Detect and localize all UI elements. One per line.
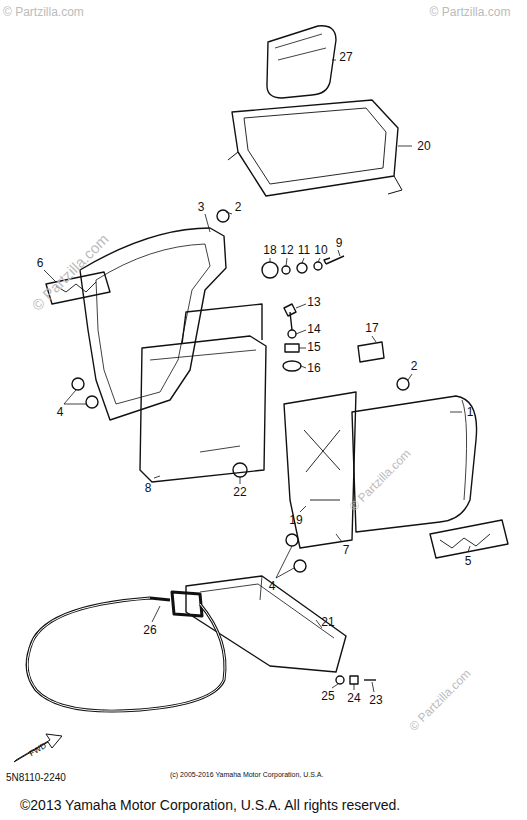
cover-pad <box>267 26 336 98</box>
grommet <box>294 560 306 572</box>
callout-number: 14 <box>307 323 320 335</box>
callout-number: 19 <box>289 514 302 526</box>
callout-number: 4 <box>269 580 276 592</box>
washer <box>314 262 322 270</box>
callout-number: 25 <box>321 690 334 702</box>
callout-number: 11 <box>298 244 310 256</box>
side-cover-left <box>80 228 226 420</box>
callout-number: 27 <box>339 51 352 63</box>
callout-number: 6 <box>37 257 44 269</box>
damper <box>262 262 278 278</box>
screw <box>324 256 344 264</box>
nut <box>285 344 299 352</box>
callout-number: 4 <box>57 406 64 418</box>
bolt <box>364 679 376 680</box>
callout-number: 18 <box>263 244 276 256</box>
damper <box>233 463 247 477</box>
callout-number: 16 <box>307 362 320 374</box>
grommet <box>86 396 98 408</box>
battery-box <box>140 336 266 482</box>
callout-number: 15 <box>307 341 320 353</box>
clip <box>358 342 384 362</box>
watermark: © Partzilla.com <box>430 6 511 18</box>
callout-number: 2 <box>411 360 418 372</box>
grommet <box>72 378 84 390</box>
callout-number: 24 <box>347 692 360 704</box>
callout-number: 2 <box>235 201 242 213</box>
side-cover-right <box>352 396 477 532</box>
watermark: © Partzilla.com <box>407 667 473 733</box>
callout-number: 3 <box>198 201 205 213</box>
callout-number: 13 <box>307 296 320 308</box>
washer <box>297 263 307 273</box>
cover-bracket <box>284 392 356 548</box>
watermark: © Partzilla.com <box>347 447 413 513</box>
lower-tray <box>186 576 346 672</box>
copyright-note: ©2013 Yamaha Motor Corporation, U.S.A. A… <box>20 798 400 812</box>
tool-tray <box>232 100 398 196</box>
callout-number: 9 <box>336 237 343 249</box>
grommet <box>217 210 229 222</box>
washer <box>336 676 344 684</box>
watermark: © Partzilla.com <box>3 6 84 18</box>
callout-number: 21 <box>321 616 334 628</box>
collar <box>282 266 290 274</box>
part-code: 5N8110-2240 <box>6 773 66 783</box>
nut <box>350 676 358 684</box>
callout-number: 1 <box>467 406 474 418</box>
callout-number: 10 <box>314 244 327 256</box>
callout-number: 20 <box>417 140 430 152</box>
fwd-arrow <box>14 734 62 762</box>
leader-lines <box>44 60 470 692</box>
grommet <box>397 378 409 390</box>
callout-number: 23 <box>369 694 382 706</box>
wire-harness <box>27 592 225 711</box>
callout-number: 8 <box>145 482 152 494</box>
copyright-note: (c) 2005-2016 Yamaha Motor Corporation, … <box>170 771 323 778</box>
bolt <box>284 304 296 330</box>
callout-number: 17 <box>365 322 378 334</box>
washer <box>288 330 296 338</box>
direction-label: FWD <box>28 742 48 758</box>
callout-number: 26 <box>143 624 156 636</box>
grommet <box>286 534 298 546</box>
callout-number: 12 <box>280 244 293 256</box>
emblem-right <box>430 520 508 558</box>
callout-number: 22 <box>233 486 246 498</box>
grommet <box>283 361 301 371</box>
callout-number: 7 <box>343 544 350 556</box>
callout-number: 5 <box>465 555 472 567</box>
